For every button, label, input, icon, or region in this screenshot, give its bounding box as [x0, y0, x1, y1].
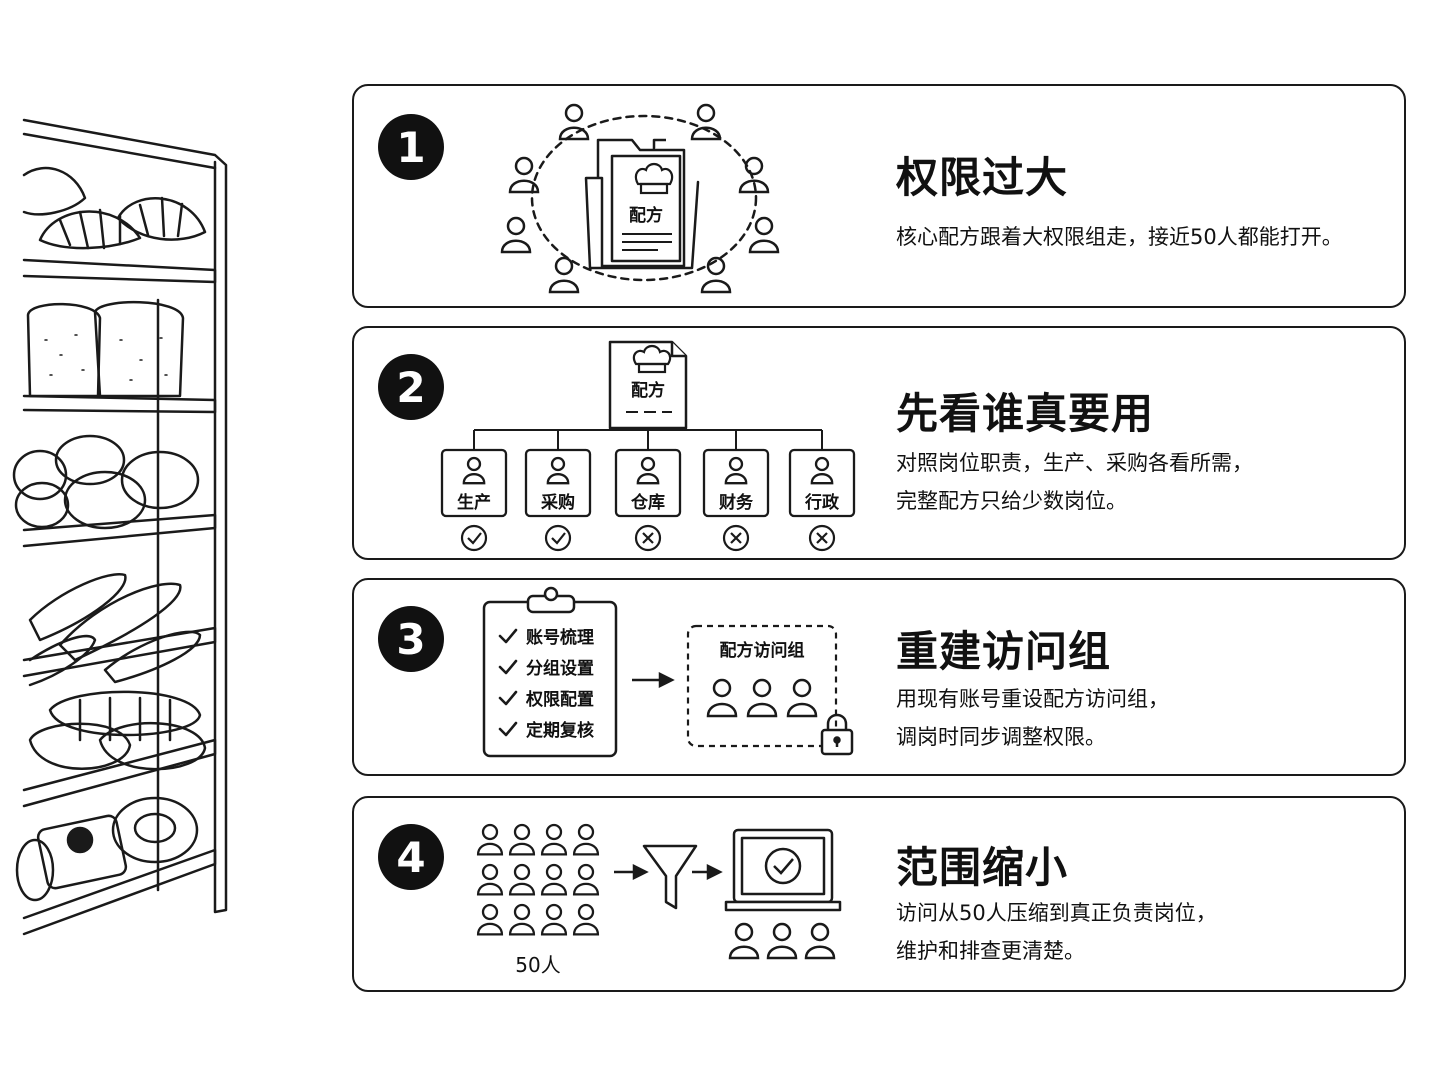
step-description: 核心配方跟着大权限组走，接近50人都能打开。: [896, 218, 1343, 256]
bakery-shelf-illustration: [12, 118, 228, 936]
person-icon: [540, 823, 568, 856]
role-label: 采购: [540, 492, 575, 513]
check-circle-icon: [764, 847, 802, 885]
check-circle-icon: [460, 524, 488, 552]
step-card-1: 1 配方 权限过大: [352, 84, 1406, 308]
cross-circle-icon: [634, 524, 662, 552]
description-line: 对照岗位职责，生产、采购各看所需，: [896, 451, 1253, 475]
role-label: 生产: [457, 492, 491, 513]
person-icon: [540, 863, 568, 896]
person-icon: [540, 903, 568, 936]
cross-circle-icon: [808, 524, 836, 552]
step-title: 先看谁真要用: [896, 389, 1155, 438]
step-number-badge: 4: [378, 824, 444, 890]
step-card-2: 2 配方 生产 采购 仓库 财务 行政 先看谁真要用 对照岗位职责，生产、采购各看所需，…: [352, 326, 1406, 560]
cross-circle-icon: [722, 524, 750, 552]
role-label: 仓库: [630, 492, 665, 513]
person-icon: [636, 456, 660, 485]
person-icon: [500, 103, 780, 294]
role-tree-illustration: 配方 生产 采购 仓库 财务 行政: [440, 340, 856, 552]
role-box: 采购: [524, 448, 592, 518]
chef-hat-icon: [634, 162, 674, 195]
checklist-item-label: 权限配置: [525, 689, 594, 710]
checkmark-icon: [498, 628, 518, 644]
description-line: 用现有账号重设配方访问组，: [896, 687, 1169, 711]
crowd-icons: [476, 823, 600, 936]
checkmark-icon: [498, 721, 518, 737]
role-box: 生产: [440, 448, 508, 518]
step-card-3: 3 账号梳理分组设置权限配置定期复核 配方访问组 重建访问组 用现有账号: [352, 578, 1406, 776]
description-line: 完整配方只给少数岗位。: [896, 489, 1127, 513]
person-icon: [572, 823, 600, 856]
checkmark-icon: [498, 690, 518, 706]
arrow-right-icon: [632, 671, 675, 689]
person-icon: [810, 456, 834, 485]
role-box: 仓库: [614, 448, 682, 518]
role-box: 行政: [788, 448, 856, 518]
step-number-badge: 2: [378, 354, 444, 420]
person-icon: [572, 863, 600, 896]
checklist-item: 定期复核: [498, 720, 594, 741]
step-title: 范围缩小: [896, 843, 1069, 892]
description-line: 调岗时同步调整权限。: [896, 725, 1106, 749]
description-line: 访问从50人压缩到真正负责岗位，: [896, 901, 1217, 925]
role-box: 财务: [702, 448, 770, 518]
person-icon: [724, 456, 748, 485]
person-icon: [546, 456, 570, 485]
laptop-icon: [724, 828, 842, 912]
checkmark-icon: [498, 659, 518, 675]
step-title: 重建访问组: [896, 627, 1112, 676]
arrow-right-icon: [692, 863, 723, 881]
checklist-item: 权限配置: [498, 689, 594, 710]
role-label: 财务: [718, 492, 754, 513]
person-icon: [572, 903, 600, 936]
recipe-label: 配方: [629, 205, 663, 226]
access-group-box: [686, 624, 838, 748]
person-icon: [706, 678, 818, 718]
crowd-count-label: 50人: [515, 953, 560, 977]
person-icon: [508, 903, 536, 936]
check-circle-icon: [544, 524, 572, 552]
funnel-icon: [642, 844, 698, 910]
step-description: 用现有账号重设配方访问组， 调岗时同步调整权限。: [896, 680, 1169, 756]
checklist-item-label: 账号梳理: [526, 627, 594, 648]
lock-icon: [820, 713, 854, 756]
role-label: 行政: [804, 492, 840, 513]
description-line: 核心配方跟着大权限组走，接近50人都能打开。: [896, 225, 1343, 249]
description-line: 维护和排查更清楚。: [896, 939, 1085, 963]
scattered-access-illustration: 配方: [500, 103, 780, 294]
person-icon: [476, 823, 504, 856]
step-number-badge: 3: [378, 606, 444, 672]
step-card-4: 4 50人 范围缩小 访问从50人压缩到真正负责岗位， 维护和排查更清: [352, 796, 1406, 992]
chef-hat-icon: [632, 344, 672, 374]
person-icon: [476, 863, 504, 896]
person-icon: [508, 863, 536, 896]
step-description: 对照岗位职责，生产、采购各看所需， 完整配方只给少数岗位。: [896, 444, 1253, 520]
step-number-badge: 1: [378, 114, 444, 180]
person-icon: [508, 823, 536, 856]
person-icon: [728, 922, 836, 960]
arrow-right-icon: [614, 863, 649, 881]
access-group-label: 配方访问组: [720, 640, 805, 661]
role-boxes: 生产 采购 仓库 财务 行政: [440, 448, 856, 552]
narrow-scope-illustration: 50人: [476, 823, 842, 977]
step-description: 访问从50人压缩到真正负责岗位， 维护和排查更清楚。: [896, 894, 1217, 970]
recipe-label: 配方: [631, 380, 665, 401]
checklist-item-label: 定期复核: [526, 720, 594, 741]
checklist-item-label: 分组设置: [526, 658, 594, 679]
person-icon: [476, 903, 504, 936]
checklist-item: 分组设置: [498, 658, 594, 679]
checklist-item: 账号梳理: [498, 627, 594, 648]
person-icon: [558, 103, 590, 141]
clipboard-icon: [482, 586, 618, 758]
person-icon: [462, 456, 486, 485]
step-title: 权限过大: [896, 153, 1069, 202]
recipe-folder-icon: [584, 138, 700, 270]
